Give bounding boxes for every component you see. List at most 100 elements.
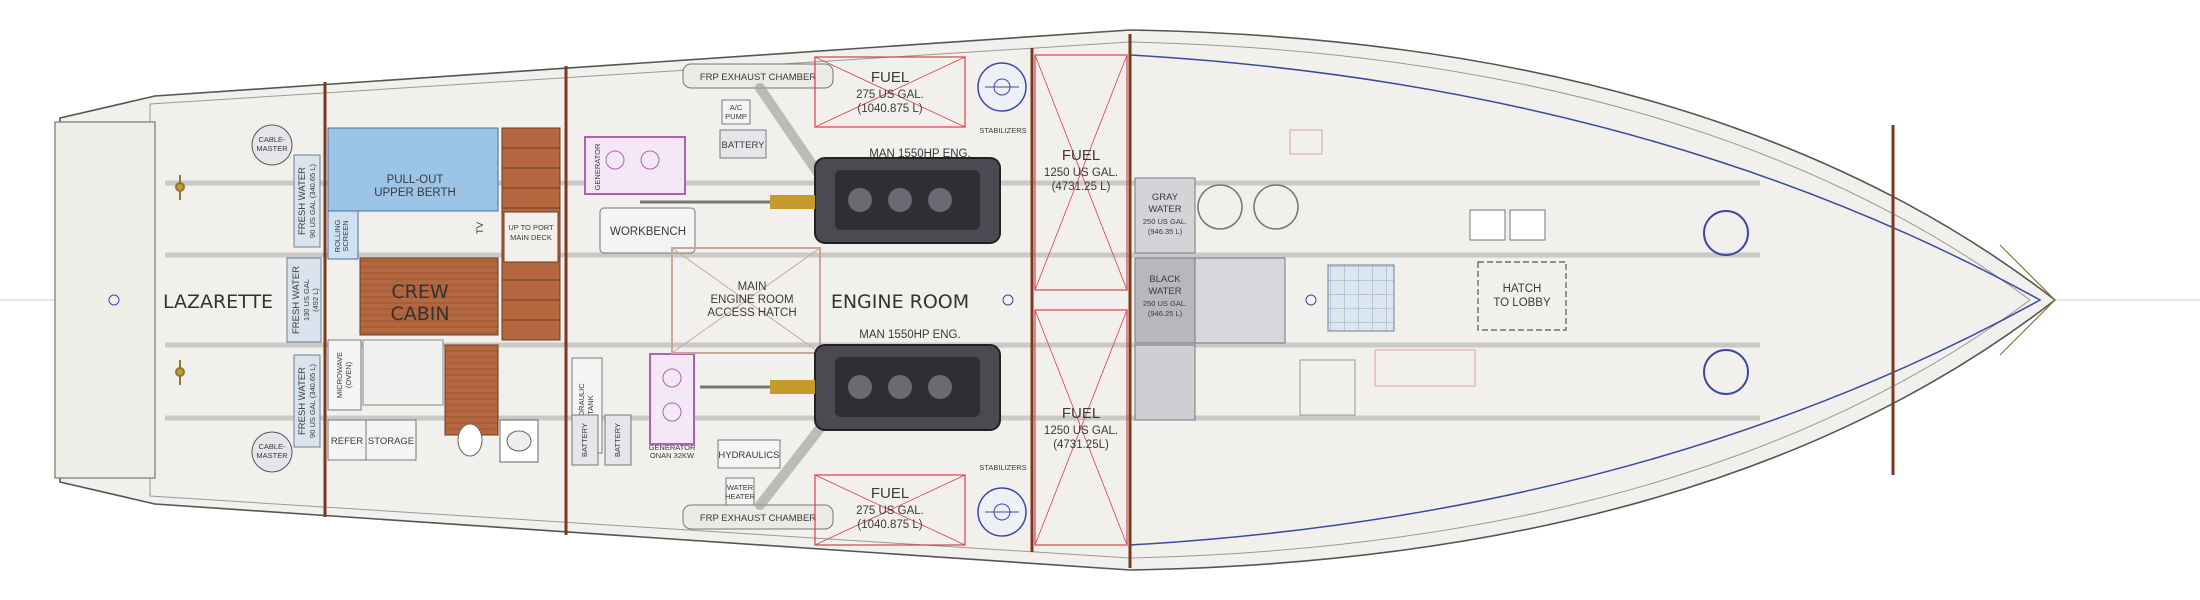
fresh-water-tank-top: FRESH WATER 90 US GAL (340.65 L)	[293, 154, 321, 248]
svg-text:WATER: WATER	[1148, 286, 1181, 297]
fuel-tank-fwd-top: FUEL 1250 US GAL. (4731.25 L)	[1034, 54, 1128, 291]
svg-text:BATTERY: BATTERY	[613, 423, 622, 457]
svg-text:ROLLING: ROLLING	[333, 219, 342, 252]
svg-text:UPPER BERTH: UPPER BERTH	[374, 187, 456, 199]
bath-red-outline	[1374, 349, 1476, 387]
svg-text:STORAGE: STORAGE	[368, 436, 414, 447]
main-engine-top	[640, 157, 1001, 244]
svg-text:A/C: A/C	[730, 103, 743, 112]
svg-text:FRESH WATER: FRESH WATER	[291, 266, 302, 334]
svg-text:TANK: TANK	[586, 395, 595, 414]
fuel-tank-aft-bottom: FUEL 275 US GAL. (1040.875 L)	[814, 474, 966, 546]
porthole	[1305, 294, 1317, 306]
svg-text:250 US GAL.: 250 US GAL.	[1143, 217, 1187, 226]
svg-text:ONAN 32KW: ONAN 32KW	[650, 451, 695, 460]
fuel-tank-fwd-bottom: FUEL 1250 US GAL. (4731.25L)	[1034, 309, 1128, 546]
svg-text:CREW: CREW	[391, 281, 448, 303]
svg-text:PULL-OUT: PULL-OUT	[387, 174, 444, 186]
svg-text:1250 US GAL.: 1250 US GAL.	[1044, 425, 1118, 437]
hydraulics-box: HYDRAULICS	[717, 439, 781, 469]
svg-text:WATER: WATER	[1148, 204, 1181, 215]
engine-label-bottom: MAN 1550HP ENG.	[859, 329, 960, 341]
stairs-up: UP TO PORT MAIN DECK	[501, 127, 561, 341]
svg-text:CABIN: CABIN	[390, 303, 449, 325]
svg-text:HATCH: HATCH	[1503, 283, 1542, 295]
cable-master-bottom: CABLE- MASTER	[251, 431, 293, 473]
engine-room-access-hatch: MAIN ENGINE ROOM ACCESS HATCH	[671, 247, 821, 354]
svg-text:SCREEN: SCREEN	[341, 220, 350, 251]
svg-text:275 US GAL.: 275 US GAL.	[856, 505, 924, 517]
svg-text:MAIN: MAIN	[738, 281, 767, 293]
cabinet-red	[1289, 129, 1323, 155]
engine-label-top: MAN 1550HP ENG.	[869, 148, 970, 160]
svg-text:(4731.25 L): (4731.25 L)	[1052, 181, 1111, 193]
svg-text:TO LOBBY: TO LOBBY	[1493, 297, 1551, 309]
svg-text:GENERATOR: GENERATOR	[649, 443, 696, 452]
svg-text:MASTER: MASTER	[256, 451, 288, 460]
bulkheads	[323, 34, 1895, 568]
engine-room-label: ENGINE ROOM	[831, 291, 969, 313]
svg-text:CABLE-: CABLE-	[258, 135, 286, 144]
svg-text:275 US GAL.: 275 US GAL.	[856, 89, 924, 101]
svg-text:HYDRAULICS: HYDRAULICS	[718, 450, 779, 461]
shower-tile	[1327, 264, 1395, 332]
swim-platform	[54, 121, 156, 479]
bow-line	[1129, 54, 2042, 546]
head-sink-icon	[499, 419, 539, 463]
svg-text:250 US GAL.: 250 US GAL.	[1143, 299, 1187, 308]
svg-text:REFER: REFER	[331, 436, 363, 447]
svg-text:ENGINE ROOM: ENGINE ROOM	[710, 294, 793, 306]
fresh-water-tank-mid: FRESH WATER 130 US GAL (492 L)	[286, 257, 322, 343]
lower-compartment	[1134, 344, 1196, 421]
cleat-bottom-icon	[175, 360, 185, 385]
hatch-to-lobby: HATCH TO LOBBY	[1477, 261, 1567, 331]
svg-text:(OVEN): (OVEN)	[344, 361, 353, 388]
svg-text:WATER: WATER	[727, 483, 754, 492]
cabinet	[1469, 209, 1506, 241]
svg-text:(1040.875 L): (1040.875 L)	[857, 519, 922, 531]
svg-text:FRESH WATER: FRESH WATER	[297, 167, 308, 235]
svg-text:BLACK: BLACK	[1149, 274, 1181, 285]
fuel-tank-aft-top: FUEL 275 US GAL. (1040.875 L)	[814, 56, 966, 128]
svg-text:(4731.25L): (4731.25L)	[1053, 439, 1109, 451]
round-fixture	[1197, 184, 1243, 230]
rolling-screen: ROLLING SCREEN	[327, 210, 359, 260]
porthole	[108, 294, 120, 306]
generator-top: GENERATOR	[584, 136, 686, 195]
stabilizers-label-bottom: STABILIZERS	[979, 463, 1026, 472]
head-toilet-icon	[457, 423, 483, 457]
frp-exhaust-chamber-top: FRP EXHAUST CHAMBER	[682, 63, 834, 89]
microwave-oven: MICROWAVE (OVEN)	[327, 339, 362, 411]
svg-text:(492 L): (492 L)	[311, 288, 320, 312]
cleat-top-icon	[175, 175, 185, 200]
gray-water-tank: GRAY WATER 250 US GAL. (946.35 L)	[1134, 177, 1196, 254]
svg-text:FUEL: FUEL	[871, 69, 909, 86]
crew-cabin: CREW CABIN	[359, 257, 499, 336]
bow-thruster-top	[1703, 210, 1749, 256]
main-engine-bottom	[700, 344, 1001, 431]
black-water-tank: BLACK WATER 250 US GAL. (946.25 L)	[1134, 257, 1196, 344]
svg-text:HYDRAULIC: HYDRAULIC	[577, 383, 586, 427]
battery-box-bottom-2: BATTERY	[604, 414, 632, 466]
svg-text:(1040.875 L): (1040.875 L)	[857, 103, 922, 115]
svg-text:FUEL: FUEL	[1062, 405, 1100, 422]
svg-text:CABLE-: CABLE-	[258, 442, 286, 451]
battery-box-bottom-1: BATTERY	[571, 414, 599, 466]
svg-text:130 US GAL: 130 US GAL	[302, 279, 311, 321]
svg-text:FRP EXHAUST CHAMBER: FRP EXHAUST CHAMBER	[700, 72, 816, 83]
svg-text:FUEL: FUEL	[871, 485, 909, 502]
refer-box: REFER	[327, 419, 367, 461]
bow-tip	[1999, 244, 2056, 356]
svg-text:1250 US GAL.: 1250 US GAL.	[1044, 167, 1118, 179]
round-fixture	[1253, 184, 1299, 230]
workbench: WORKBENCH	[599, 207, 696, 254]
stabilizer-top-icon	[977, 62, 1027, 112]
svg-text:FRESH WATER: FRESH WATER	[297, 367, 308, 435]
svg-text:GENERATOR: GENERATOR	[593, 143, 602, 190]
svg-text:MAIN DECK: MAIN DECK	[510, 233, 552, 242]
tv-label: TV	[475, 221, 486, 234]
generator-bottom: GENERATOR ONAN 32KW	[649, 353, 696, 460]
hull-inner	[149, 41, 2031, 559]
bow-thruster-bottom	[1703, 349, 1749, 395]
